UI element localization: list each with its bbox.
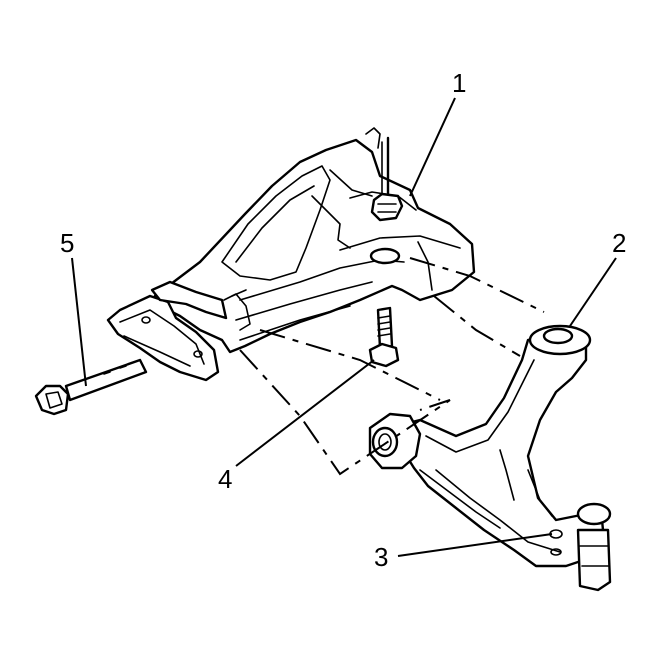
callout-4: 4 (218, 464, 232, 494)
callout-3: 3 (374, 542, 388, 572)
subframe (106, 127, 476, 382)
short-bolt (368, 306, 400, 368)
alignment-lines (239, 257, 545, 476)
callout-1: 1 (452, 68, 466, 98)
callout-5: 5 (60, 228, 74, 258)
callout-2: 2 (612, 228, 626, 258)
long-bolt (34, 358, 148, 416)
lower-control-arm (368, 324, 612, 592)
leader-lines (71, 97, 617, 557)
